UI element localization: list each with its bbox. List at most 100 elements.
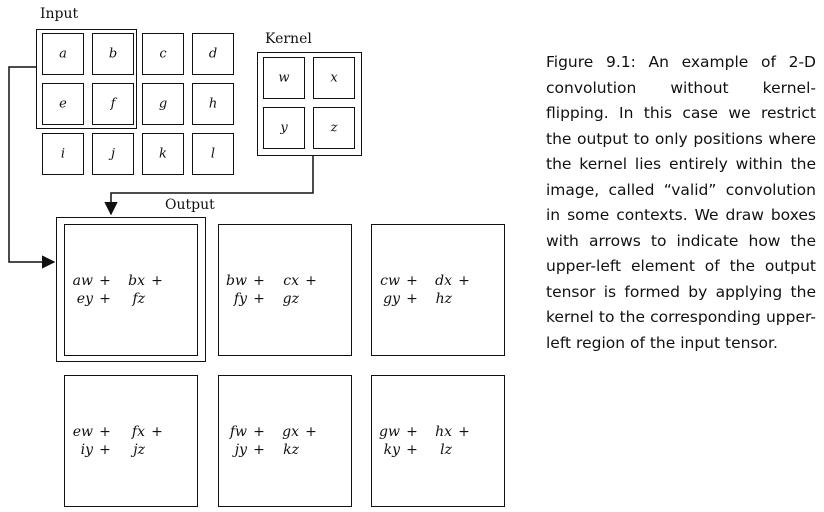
output-expression: aw + bx + ey + fz [65,272,197,308]
input-cell: f [92,83,134,125]
expression-term: cw [380,273,400,289]
expression-operator: + [406,442,418,458]
output-expression: bw + cx +fy + gz [219,272,351,308]
expression-term: fw [229,424,247,440]
input-cell-label: e [59,96,67,112]
output-expression: gw + hx + ky + lz [372,423,504,459]
kernel-cell: y [263,107,305,149]
kernel-cell: x [313,57,355,99]
expression-term: gw [379,424,400,440]
expression-line: iy + jz [65,441,197,459]
expression-operator: + [99,442,111,458]
input-cell: k [142,133,184,175]
expression-term: ey [76,291,93,307]
expression-operator: + [253,424,265,440]
output-title: Output [165,197,215,213]
expression-term: bx [128,273,145,289]
input-title: Input [40,6,79,22]
input-cell-label: d [208,46,218,62]
expression-operator: + [253,273,265,289]
expression-term: hz [435,291,452,307]
expression-term: kz [283,442,299,458]
expression-operator: + [406,424,418,440]
kernel-title: Kernel [265,31,312,47]
input-cell-label: l [210,146,216,162]
expression-term: jz [133,442,145,458]
kernel-cell-label: y [280,120,288,136]
expression-term: gy [383,291,400,307]
expression-line: jy + kz [219,441,351,459]
input-cell: j [92,133,134,175]
expression-term: fz [132,291,145,307]
expression-term: jy [234,442,247,458]
expression-line: aw + bx + [65,272,197,290]
expression-term: fy [233,291,247,307]
input-cell-label: j [110,146,116,162]
expression-operator: + [253,442,265,458]
output-cell: fw + gx + jy + kz [218,375,352,507]
expression-term: iy [80,442,93,458]
input-cell-label: g [158,96,168,112]
expression-operator: + [253,291,265,307]
expression-line: gy + hz [372,290,504,308]
expression-operator: + [99,291,111,307]
input-cell: d [192,33,234,75]
input-cell-label: c [159,46,167,62]
expression-operator: + [151,273,163,289]
output-cell: ew + fx + iy + jz [64,375,198,507]
expression-line: fw + gx + [219,423,351,441]
expression-line: bw+cx+ [219,272,351,290]
input-cell: l [192,133,234,175]
expression-term: lz [440,442,452,458]
figure-caption: Figure 9.1: An example of 2-D convolutio… [546,53,816,352]
expression-line: ey + fz [65,290,197,308]
expression-operator: + [458,273,470,289]
output-expression: cw + dx + gy + hz [372,272,504,308]
expression-term: gz [282,291,299,307]
expression-operator: + [99,424,111,440]
expression-operator: + [99,273,111,289]
input-cell: e [42,83,84,125]
input-cell: a [42,33,84,75]
expression-operator: + [406,291,418,307]
output-cell: cw + dx + gy + hz [371,224,505,356]
expression-term: fx [131,424,145,440]
input-cell-label: f [110,96,116,112]
expression-line: gw + hx + [372,423,504,441]
kernel-cell-label: z [330,120,338,136]
expression-term: dx [435,273,452,289]
output-cell: gw + hx + ky + lz [371,375,505,507]
input-cell-label: b [108,46,118,62]
expression-term: ew [72,424,93,440]
output-expression: ew + fx + iy + jz [65,423,197,459]
expression-line: ew + fx + [65,423,197,441]
output-cell: bw + cx +fy + gz [218,224,352,356]
kernel-cell: w [263,57,305,99]
input-cell: b [92,33,134,75]
expression-term: gx [282,424,299,440]
input-cell-label: a [59,46,67,62]
output-expression: fw + gx + jy + kz [219,423,351,459]
expression-line: fy + gz [219,290,351,308]
input-cell: h [192,83,234,125]
expression-term: cx [283,273,299,289]
expression-line: cw + dx + [372,272,504,290]
input-cell: c [142,33,184,75]
kernel-cell: z [313,107,355,149]
input-cell: g [142,83,184,125]
input-cell-label: k [159,146,167,162]
expression-term: bw [226,273,247,289]
kernel-cell-label: x [330,70,338,86]
kernel-cell-label: w [278,70,290,86]
expression-operator: + [151,424,163,440]
expression-operator: + [305,424,317,440]
expression-term: hx [435,424,452,440]
input-cell-label: h [208,96,218,112]
expression-line: ky + lz [372,441,504,459]
expression-operator: + [406,273,418,289]
expression-term: ky [383,442,400,458]
output-cell: aw + bx + ey + fz [64,224,198,356]
expression-operator: + [458,424,470,440]
expression-term: aw [72,273,93,289]
